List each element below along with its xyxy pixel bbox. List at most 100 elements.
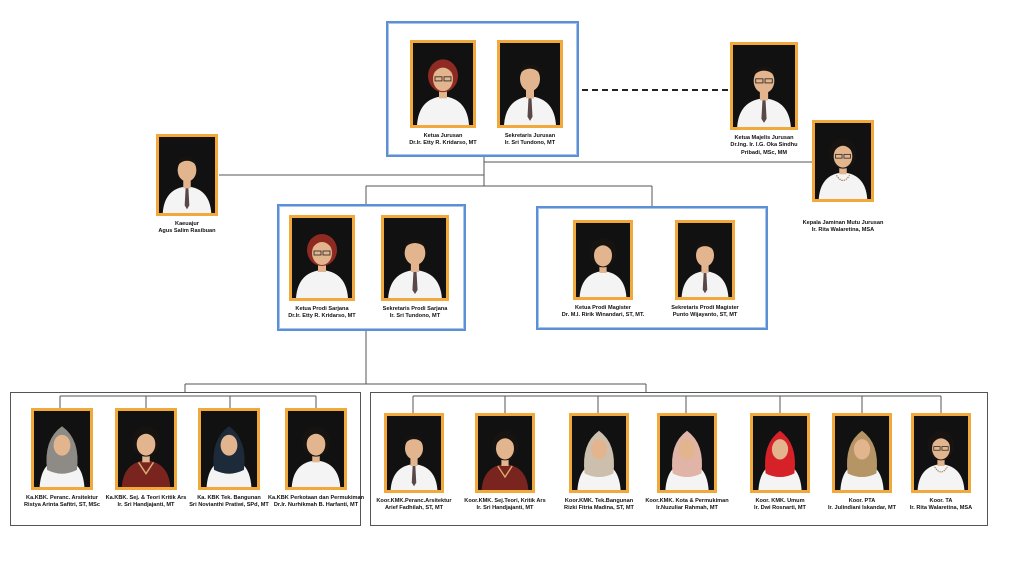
person-name: Rizki Fitria Madina, ST, MT [564, 505, 634, 512]
person-name: Punto Wijayanto, ST, MT [672, 312, 738, 319]
kmk-group-box [370, 392, 988, 526]
person-photo [198, 408, 260, 490]
person-name: Ir. Rita Walaretina, MSA [811, 227, 875, 234]
person-role: Koor.KMK. Tek.Bangunan [564, 498, 634, 504]
woman-short-hair-icon [291, 426, 341, 487]
person-name: Agus Salim Rasibuan [158, 228, 216, 235]
person-role: Kaeuajur [175, 221, 199, 227]
woman-hijab-black-icon [206, 426, 252, 487]
person-role: Koor.KMK.Peranc.Arsitektur [376, 498, 452, 504]
person-name: Ir. Dwi Rosnarti, MT [754, 505, 806, 512]
person-role: Ketua Prodi Sarjana [295, 306, 349, 312]
person-photo [410, 40, 476, 128]
prodi-magister-box [536, 206, 768, 330]
person-name: Ir. Julindiani Iskandar, MT [827, 505, 897, 512]
person-name: Ir. Rita Walaretina, MSA [909, 505, 973, 512]
woman-red-hair-icon [296, 234, 348, 298]
person-photo [730, 42, 798, 130]
person-role: Ketua Jurusan [423, 133, 463, 139]
person-photo [31, 408, 93, 490]
person-name: Dr.Ing. Ir. I.G. Oka Sindhu [730, 142, 798, 149]
person-name: Dr.Ir. Nurhikmah B. Harfanti, MT [273, 502, 359, 509]
person-role: Kepala Jaminan Mutu Jurusan [802, 220, 884, 226]
person-role: Koor. PTA [848, 498, 876, 504]
person-photo [911, 413, 971, 493]
man-tie-icon [504, 64, 556, 125]
person-photo [381, 215, 449, 301]
person-role: Ketua Majelis Jurusan [734, 135, 794, 141]
person-name: Sri Novianthi Pratiwi, SPd, MT [189, 502, 269, 509]
person-photo [812, 120, 874, 202]
person-role: Koor.KMK. Kota & Permukiman [645, 498, 729, 504]
man-tie-icon [162, 156, 212, 213]
man-tie-icon [390, 435, 438, 490]
person-photo [475, 413, 535, 493]
woman-short-hair-icon [579, 237, 627, 297]
leadership-box [386, 21, 579, 157]
person-photo [285, 408, 347, 490]
person-photo [289, 215, 355, 301]
person-name: Dr.Ir. Etty R. Kridarso, MT [409, 140, 477, 147]
person-photo [657, 413, 717, 493]
person-name: Ristya Arinta Safitri, ST, MSc [24, 502, 100, 509]
person-name: Dr.Ir. Etty R. Kridarso, MT [288, 313, 356, 320]
person-name: Ir. Sri Tundono, MT [389, 313, 441, 320]
person-photo [384, 413, 444, 493]
woman-batik-icon [121, 426, 171, 487]
person-role: Ka.KBK. Peranc. Arsitektur [26, 495, 98, 501]
woman-hijab-gray-icon [39, 426, 85, 487]
person-photo [750, 413, 810, 493]
person-photo [115, 408, 177, 490]
person-role: Sekretaris Jurusan [504, 133, 556, 139]
person-name: Dr. M.I. Ririk Winandari, ST, MT. [561, 312, 645, 319]
person-name: Ir. Sri Handjajanti, MT [476, 505, 534, 512]
person-photo [675, 220, 735, 300]
man-glasses-tie-icon [737, 66, 791, 127]
woman-hijab-tan-icon [840, 430, 884, 490]
woman-hijab-red-icon [758, 430, 802, 490]
person-role: Sekretaris Prodi Magister [671, 305, 739, 311]
woman-hijab-pink-icon [665, 430, 709, 490]
person-photo [156, 134, 218, 216]
person-name: Ir. Sri Tundono, MT [504, 140, 556, 147]
person-role: Ka.KBK Perkotaan dan Permukiman [267, 495, 365, 501]
person-role: Ka.KBK. Sej. & Teori Kritik Ars [105, 495, 187, 501]
person-name: Ir. Sri Handjajanti, MT [117, 502, 175, 509]
woman-batik-icon [481, 430, 529, 490]
prodi-sarjana-box [277, 204, 466, 331]
woman-glasses-necklace-icon [917, 430, 965, 490]
woman-glasses-necklace-icon [818, 138, 868, 199]
person-role: Ka. KBK Tek. Bangunan [197, 495, 261, 501]
person-photo [497, 40, 563, 128]
person-role: Koor.KMK. Sej.Teori, Kritik Ars [464, 498, 546, 504]
man-tie-icon [388, 239, 442, 298]
person-name: Ir.Nuzuliar Rahmah, MT [656, 505, 718, 512]
person-photo [569, 413, 629, 493]
person-photo [832, 413, 892, 493]
person-role: Ketua Prodi Magister [575, 305, 631, 311]
man-tie-icon [681, 242, 729, 297]
kbk-group-box [10, 392, 361, 526]
woman-red-hair-icon [417, 59, 469, 125]
